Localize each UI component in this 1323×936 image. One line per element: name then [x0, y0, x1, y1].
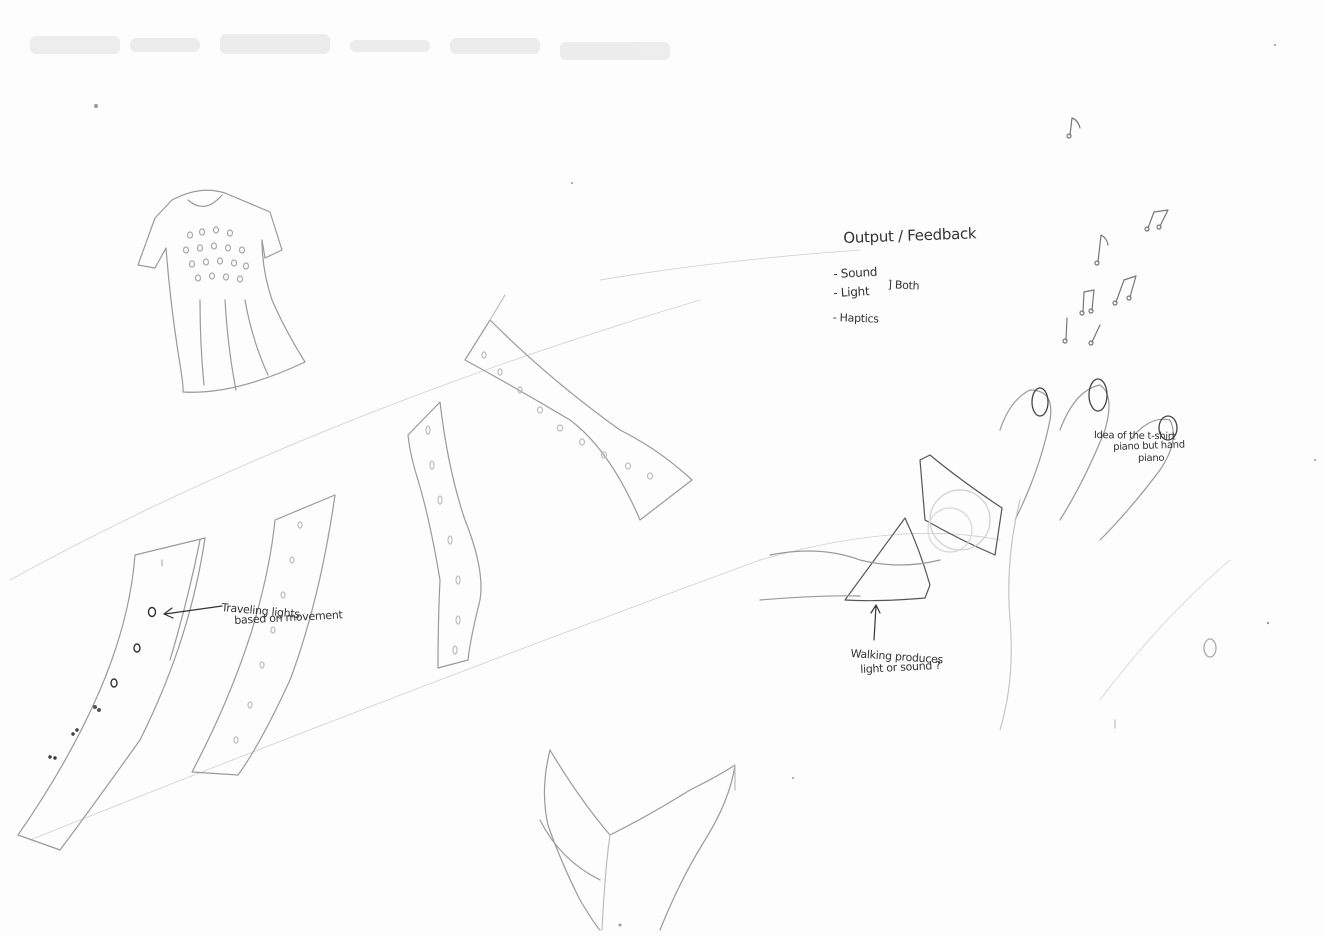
paper-specks	[94, 44, 1316, 927]
output-light-item: - Light	[833, 285, 870, 300]
output-both-bracket: ] Both	[887, 279, 919, 293]
guide-strokes	[10, 250, 1230, 840]
dress-sketch	[138, 190, 305, 392]
hand-piano-note-line3: piano	[1138, 453, 1164, 464]
arrow-icon	[164, 606, 222, 618]
wristband-sketch	[192, 495, 335, 775]
arrow-icon	[871, 605, 880, 640]
shoe-sketch	[540, 750, 735, 930]
paper-smudge	[30, 34, 670, 60]
output-haptics-item: - Haptics	[833, 312, 879, 326]
wristband-sketch	[465, 295, 692, 520]
music-note-icon	[1063, 118, 1168, 345]
wristband-sketch	[18, 538, 205, 850]
wristband-sketch	[408, 402, 481, 668]
output-sound-item: - Sound	[833, 266, 877, 281]
